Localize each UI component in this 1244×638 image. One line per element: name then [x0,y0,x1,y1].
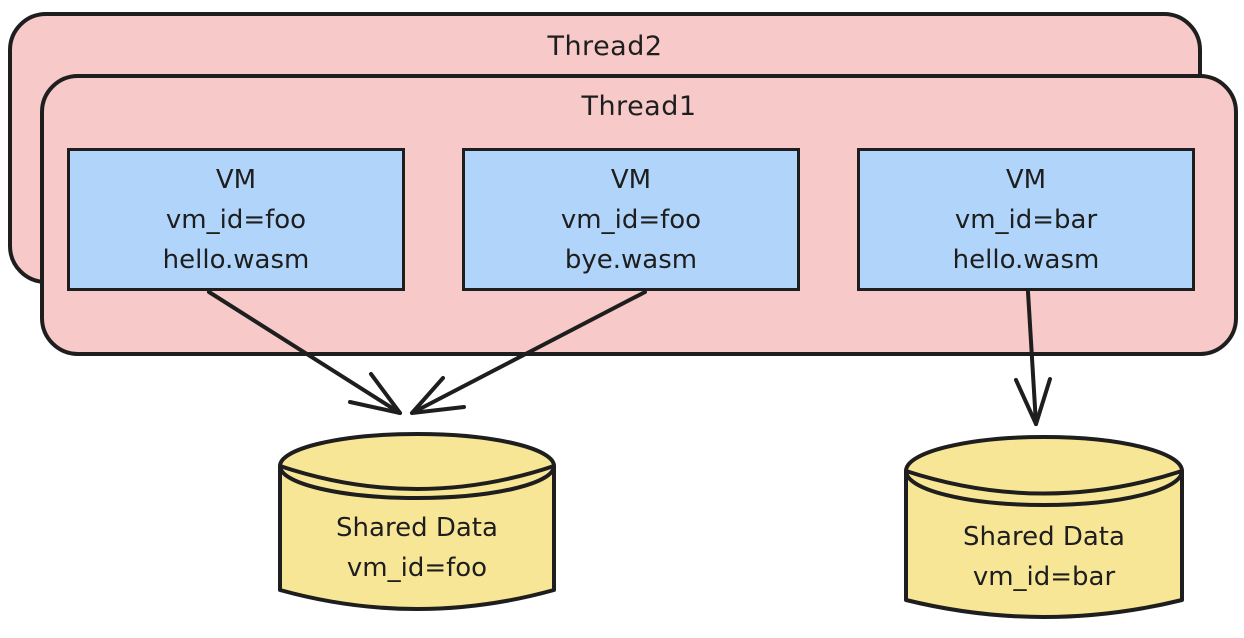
arrow-vm2-to-store-foo [410,290,647,415]
vm-box-foo-hello: VM vm_id=foo hello.wasm [67,148,405,291]
vm-title: VM [610,164,652,195]
arrow-vm3-to-store-bar [1026,290,1038,426]
vm-title: VM [215,164,257,195]
vm-module-label: hello.wasm [162,244,310,275]
arrow-vm3-head [1014,377,1052,426]
arrow-vm2-head [410,376,466,415]
arrow-vm1-head [348,372,402,415]
vm-box-foo-bye: VM vm_id=foo bye.wasm [462,148,800,291]
database-cylinder-bar [904,435,1184,619]
vm-module-label: bye.wasm [564,244,698,275]
store-vm-id: vm_id=foo [346,553,488,583]
vm-id-label: vm_id=foo [560,204,702,235]
database-cylinder-foo [278,432,556,611]
vm-id-label: vm_id=foo [165,204,307,235]
store-title: Shared Data [336,513,498,543]
store-vm-id: vm_id=bar [972,562,1116,592]
store-title: Shared Data [963,522,1125,552]
store-foo-label: Shared Data vm_id=foo [280,508,554,588]
thread2-label: Thread2 [547,31,663,62]
vm-title: VM [1005,164,1047,195]
thread1-label: Thread1 [581,91,697,122]
store-bar-label: Shared Data vm_id=bar [906,517,1182,597]
vm-module-label: hello.wasm [952,244,1100,275]
arrow-vm1-to-store-foo [207,290,402,415]
vm-box-bar-hello: VM vm_id=bar hello.wasm [857,148,1195,291]
vm-id-label: vm_id=bar [954,204,1098,235]
